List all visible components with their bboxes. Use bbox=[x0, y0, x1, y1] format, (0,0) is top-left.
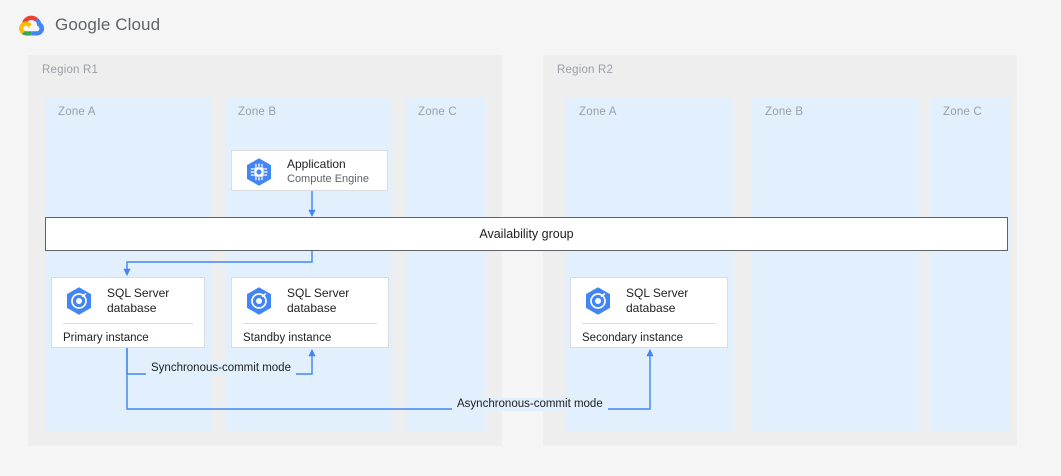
brand-name-secondary: Cloud bbox=[115, 15, 161, 34]
google-cloud-logo-icon bbox=[18, 13, 46, 37]
sql-server-database-icon bbox=[582, 285, 614, 317]
compute-engine-icon bbox=[243, 156, 275, 188]
standby-db-node-title: SQL Server database bbox=[287, 285, 350, 315]
standby-db-node-footer: Standby instance bbox=[243, 332, 332, 344]
zone-r1-zone-b-label: Zone B bbox=[238, 106, 277, 118]
zone-r1-zone-b: Zone B bbox=[225, 97, 392, 432]
availability-group-bar[interactable]: Availability group bbox=[45, 217, 1008, 251]
zone-r2-zone-b-label: Zone B bbox=[765, 106, 804, 118]
secondary-db-node-footer: Secondary instance bbox=[582, 332, 684, 344]
google-cloud-brand: Google Cloud bbox=[18, 12, 160, 38]
zone-r1-zone-a-label: Zone A bbox=[58, 106, 96, 118]
application-node-body: Application Compute Engine bbox=[232, 151, 387, 192]
zone-r2-zone-b: Zone B bbox=[752, 97, 919, 432]
edge-label-asynchronous-commit: Asynchronous-commit mode bbox=[452, 398, 608, 411]
secondary-db-node-divider bbox=[582, 323, 716, 324]
standby-db-node-body: SQL Server database bbox=[232, 278, 388, 323]
secondary-db-node-text: SQL Server database bbox=[626, 286, 688, 316]
primary-db-node-text: SQL Server database bbox=[107, 286, 169, 316]
region-r2-label: Region R2 bbox=[557, 64, 614, 76]
application-node[interactable]: Application Compute Engine bbox=[231, 150, 388, 191]
application-node-text: Application Compute Engine bbox=[287, 157, 369, 187]
sql-server-database-icon bbox=[243, 285, 275, 317]
secondary-db-node[interactable]: SQL Server database Secondary instance bbox=[570, 277, 728, 348]
availability-group-label: Availability group bbox=[479, 227, 574, 241]
secondary-db-node-title: SQL Server database bbox=[626, 285, 689, 315]
zone-r1-zone-c: Zone C bbox=[405, 97, 485, 432]
primary-db-node[interactable]: SQL Server database Primary instance bbox=[51, 277, 205, 348]
brand-name: Google Cloud bbox=[55, 15, 160, 35]
application-node-title: Application bbox=[287, 156, 346, 171]
brand-name-primary: Google bbox=[55, 15, 111, 34]
primary-db-node-title: SQL Server database bbox=[107, 285, 170, 315]
zone-r2-zone-c: Zone C bbox=[930, 97, 1010, 432]
region-r1-label: Region R1 bbox=[42, 64, 99, 76]
zone-r1-zone-a: Zone A bbox=[45, 97, 212, 432]
zone-r1-zone-c-label: Zone C bbox=[418, 106, 457, 118]
zone-r2-zone-a: Zone A bbox=[566, 97, 733, 432]
sql-server-database-icon bbox=[63, 285, 95, 317]
primary-db-node-body: SQL Server database bbox=[52, 278, 204, 323]
application-node-subtitle: Compute Engine bbox=[287, 172, 369, 185]
secondary-db-node-body: SQL Server database bbox=[571, 278, 727, 323]
standby-db-node[interactable]: SQL Server database Standby instance bbox=[231, 277, 389, 348]
zone-r2-zone-a-label: Zone A bbox=[579, 106, 617, 118]
primary-db-node-footer: Primary instance bbox=[63, 332, 149, 344]
standby-db-node-text: SQL Server database bbox=[287, 286, 349, 316]
edge-label-synchronous-commit: Synchronous-commit mode bbox=[146, 362, 296, 375]
primary-db-node-divider bbox=[63, 323, 193, 324]
standby-db-node-divider bbox=[243, 323, 377, 324]
zone-r2-zone-c-label: Zone C bbox=[943, 106, 982, 118]
